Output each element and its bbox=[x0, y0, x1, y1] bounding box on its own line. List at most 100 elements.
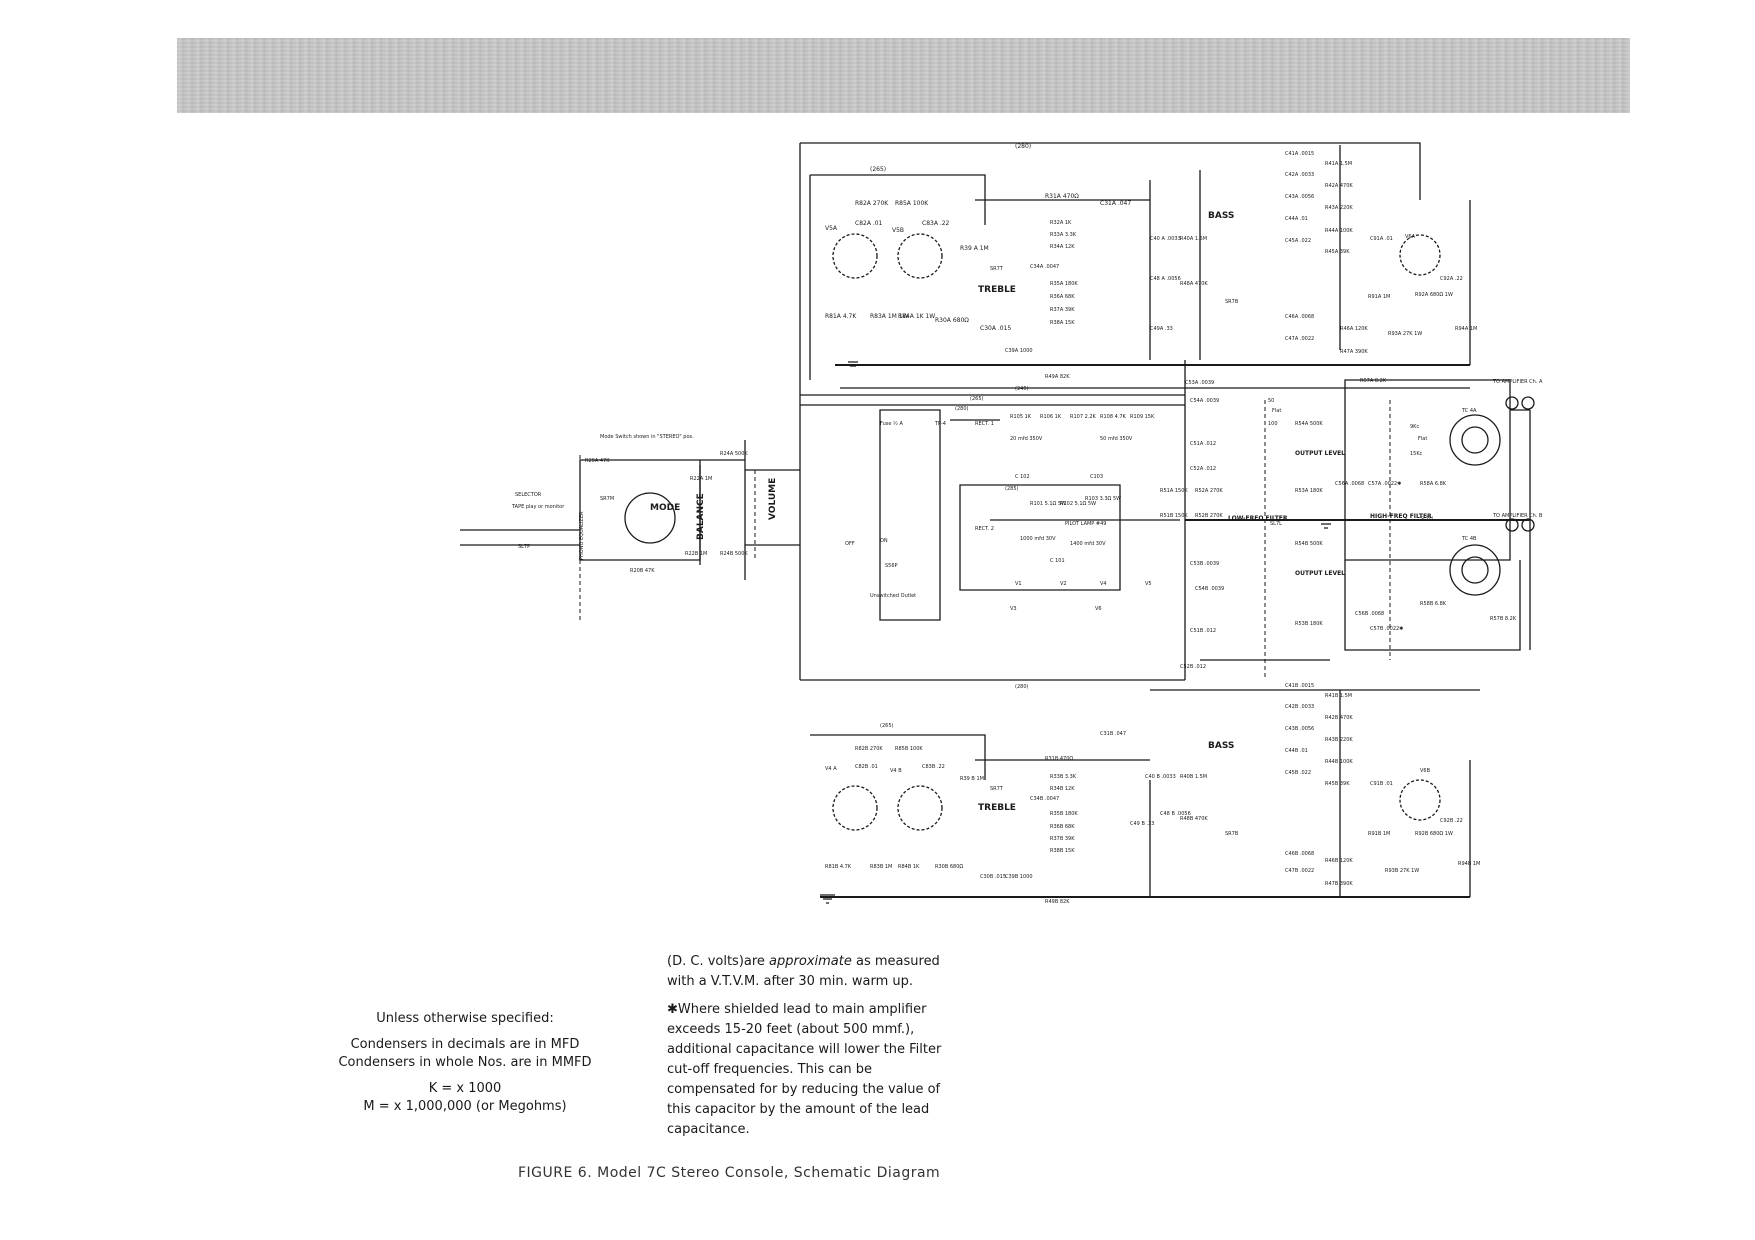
label-r81b: R81B 4.7K bbox=[825, 864, 852, 870]
label-280b: (280) bbox=[955, 406, 968, 412]
output-jack-b1 bbox=[1505, 518, 1519, 532]
label-c31a: C31A .047 bbox=[1100, 200, 1131, 207]
header-banner bbox=[177, 38, 1630, 113]
label-sl7l: SL7L bbox=[1270, 521, 1282, 527]
label-c45b: C45B .022 bbox=[1285, 770, 1311, 776]
label-r31a: R31A 470Ω bbox=[1045, 193, 1079, 200]
label-c56b: C56B .0068 bbox=[1355, 611, 1384, 617]
label-c83a: C83A .22 bbox=[922, 220, 950, 227]
label-r102: R102 5.1Ω 5W bbox=[1060, 501, 1096, 507]
label-r51a: R51A 150K bbox=[1160, 488, 1188, 494]
label-r37a: R37A 39K bbox=[1050, 307, 1075, 313]
label-sr7b-b: SR7B bbox=[1225, 831, 1239, 837]
label-r42b: R42B 470K bbox=[1325, 715, 1353, 721]
label-cap-20: 20 mfd 350V bbox=[1010, 436, 1043, 442]
label-245: (245) bbox=[1015, 386, 1028, 392]
label-r105: R105 1K bbox=[1010, 414, 1032, 420]
label-r83b: R83B 1M bbox=[870, 864, 892, 870]
label-c40b: C40 B .0033 bbox=[1145, 774, 1176, 780]
label-v6: V6 bbox=[1095, 606, 1102, 612]
label-r34b: R34B 12K bbox=[1050, 786, 1075, 792]
label-r40b: R40B 1.5M bbox=[1180, 774, 1207, 780]
label-r44b: R44B 100K bbox=[1325, 759, 1353, 765]
label-c53a: C53A .0039 bbox=[1185, 380, 1214, 386]
notes-right: (D. C. volts)are approximate as measured… bbox=[667, 952, 957, 1148]
output-jack-b2 bbox=[1521, 518, 1535, 532]
label-cap-1400: 1400 mfd 30V bbox=[1070, 541, 1106, 547]
label-r52a: R52A 270K bbox=[1195, 488, 1223, 494]
label-15kc: 15Kc bbox=[1410, 451, 1423, 457]
label-bass-a: BASS bbox=[1208, 211, 1234, 221]
label-r49b: R49B 82K bbox=[1045, 899, 1070, 905]
label-r92b: R92B 680Ω 1W bbox=[1415, 831, 1453, 837]
label-r39a: R39 A 1M bbox=[960, 245, 989, 252]
label-r33b: R33B 3.3K bbox=[1050, 774, 1077, 780]
label-c43b: C43B .0056 bbox=[1285, 726, 1314, 732]
label-flat: Flat bbox=[1272, 408, 1281, 414]
label-r43a: R43A 220K bbox=[1325, 205, 1353, 211]
label-v6a: V6A bbox=[1405, 234, 1416, 240]
label-outlet: Unswitched Outlet bbox=[870, 593, 916, 599]
tc4a-core bbox=[1461, 426, 1489, 454]
label-r84b: R84B 1K bbox=[898, 864, 920, 870]
label-sl7p: SL7P bbox=[518, 544, 530, 550]
label-r41b: R41B 1.5M bbox=[1325, 693, 1352, 699]
label-r49a: R49A 82K bbox=[1045, 374, 1070, 380]
label-r45a: R45A 39K bbox=[1325, 249, 1350, 255]
label-r57a: R57A 8.2K bbox=[1360, 378, 1387, 384]
label-r36a: R36A 68K bbox=[1050, 294, 1075, 300]
label-r101: R101 5.1Ω 5W bbox=[1030, 501, 1066, 507]
label-c56a: C56A .0068 bbox=[1335, 481, 1364, 487]
tube-v5b bbox=[897, 233, 943, 279]
label-rect2: RECT. 2 bbox=[975, 526, 994, 532]
label-r51b: R51B 150K bbox=[1160, 513, 1188, 519]
label-v2: V2 bbox=[1060, 581, 1067, 587]
label-tc4b: TC 4B bbox=[1461, 536, 1477, 542]
asterisk-note: ✱Where shielded lead to main amplifier e… bbox=[667, 1002, 942, 1137]
label-r38b: R38B 15K bbox=[1050, 848, 1075, 854]
label-c49b: C49 B .33 bbox=[1130, 821, 1154, 827]
label-r94b: R94B 1M bbox=[1458, 861, 1480, 867]
tube-v6a bbox=[1399, 234, 1441, 276]
label-265: (265) bbox=[870, 166, 886, 173]
label-tape: TAPE play or monitor bbox=[511, 504, 565, 510]
label-phono-eq: PHONO EQUALIZER bbox=[579, 511, 585, 560]
label-r38a: R38A 15K bbox=[1050, 320, 1075, 326]
label-r109: R109 15K bbox=[1130, 414, 1155, 420]
label-output-level-b: OUTPUT LEVEL bbox=[1295, 570, 1345, 577]
label-r91b: R91B 1M bbox=[1368, 831, 1390, 837]
mode-switch bbox=[624, 492, 676, 544]
label-sr7t-b: SR7T bbox=[990, 786, 1004, 792]
label-c51b: C51B .012 bbox=[1190, 628, 1216, 634]
label-c54a: C54A .0039 bbox=[1190, 398, 1219, 404]
label-r44a: R44A 100K bbox=[1325, 228, 1353, 234]
label-r36b: R36B 68K bbox=[1050, 824, 1075, 830]
label-selector: SELECTOR bbox=[515, 492, 542, 498]
figure-caption: FIGURE 6. Model 7C Stereo Console, Schem… bbox=[518, 1165, 941, 1181]
label-volume: VOLUME bbox=[768, 478, 778, 520]
label-c47a: C47A .0022 bbox=[1285, 336, 1314, 342]
label-r107: R107 2.2K bbox=[1070, 414, 1097, 420]
label-r39b: R39 B 1M bbox=[960, 776, 984, 782]
label-sr7b-a: SR7B bbox=[1225, 299, 1239, 305]
label-c46a: C46A .0068 bbox=[1285, 314, 1314, 320]
label-c41b: C41B .0015 bbox=[1285, 683, 1314, 689]
label-r84a: R84A 1K 1W bbox=[898, 313, 935, 320]
label-r83a: R83A 1M 1W bbox=[870, 313, 909, 320]
label-c91a: C91A .01 bbox=[1370, 236, 1393, 242]
label-r30b: R30B 680Ω bbox=[935, 864, 963, 870]
note-line-4: M = x 1,000,000 (or Megohms) bbox=[363, 1099, 567, 1114]
label-c57a: C57A .0022✱ bbox=[1368, 481, 1402, 487]
label-cap-50: 50 mfd 350V bbox=[1100, 436, 1133, 442]
label-c45a: C45A .022 bbox=[1285, 238, 1311, 244]
dc-volts-note: (D. C. volts)are approximate as measured… bbox=[667, 954, 940, 989]
label-c46b: C46B .0068 bbox=[1285, 851, 1314, 857]
label-r81a: R81A 4.7K bbox=[825, 313, 857, 320]
label-r53a: R53A 180K bbox=[1295, 488, 1323, 494]
label-tp4: TP-4 bbox=[934, 421, 946, 427]
label-c92a: C92A .22 bbox=[1440, 276, 1463, 282]
label-c48a: C48 A .0056 bbox=[1150, 276, 1181, 282]
label-c30a: C30A .015 bbox=[980, 325, 1011, 332]
label-50: 50 bbox=[1268, 398, 1274, 404]
